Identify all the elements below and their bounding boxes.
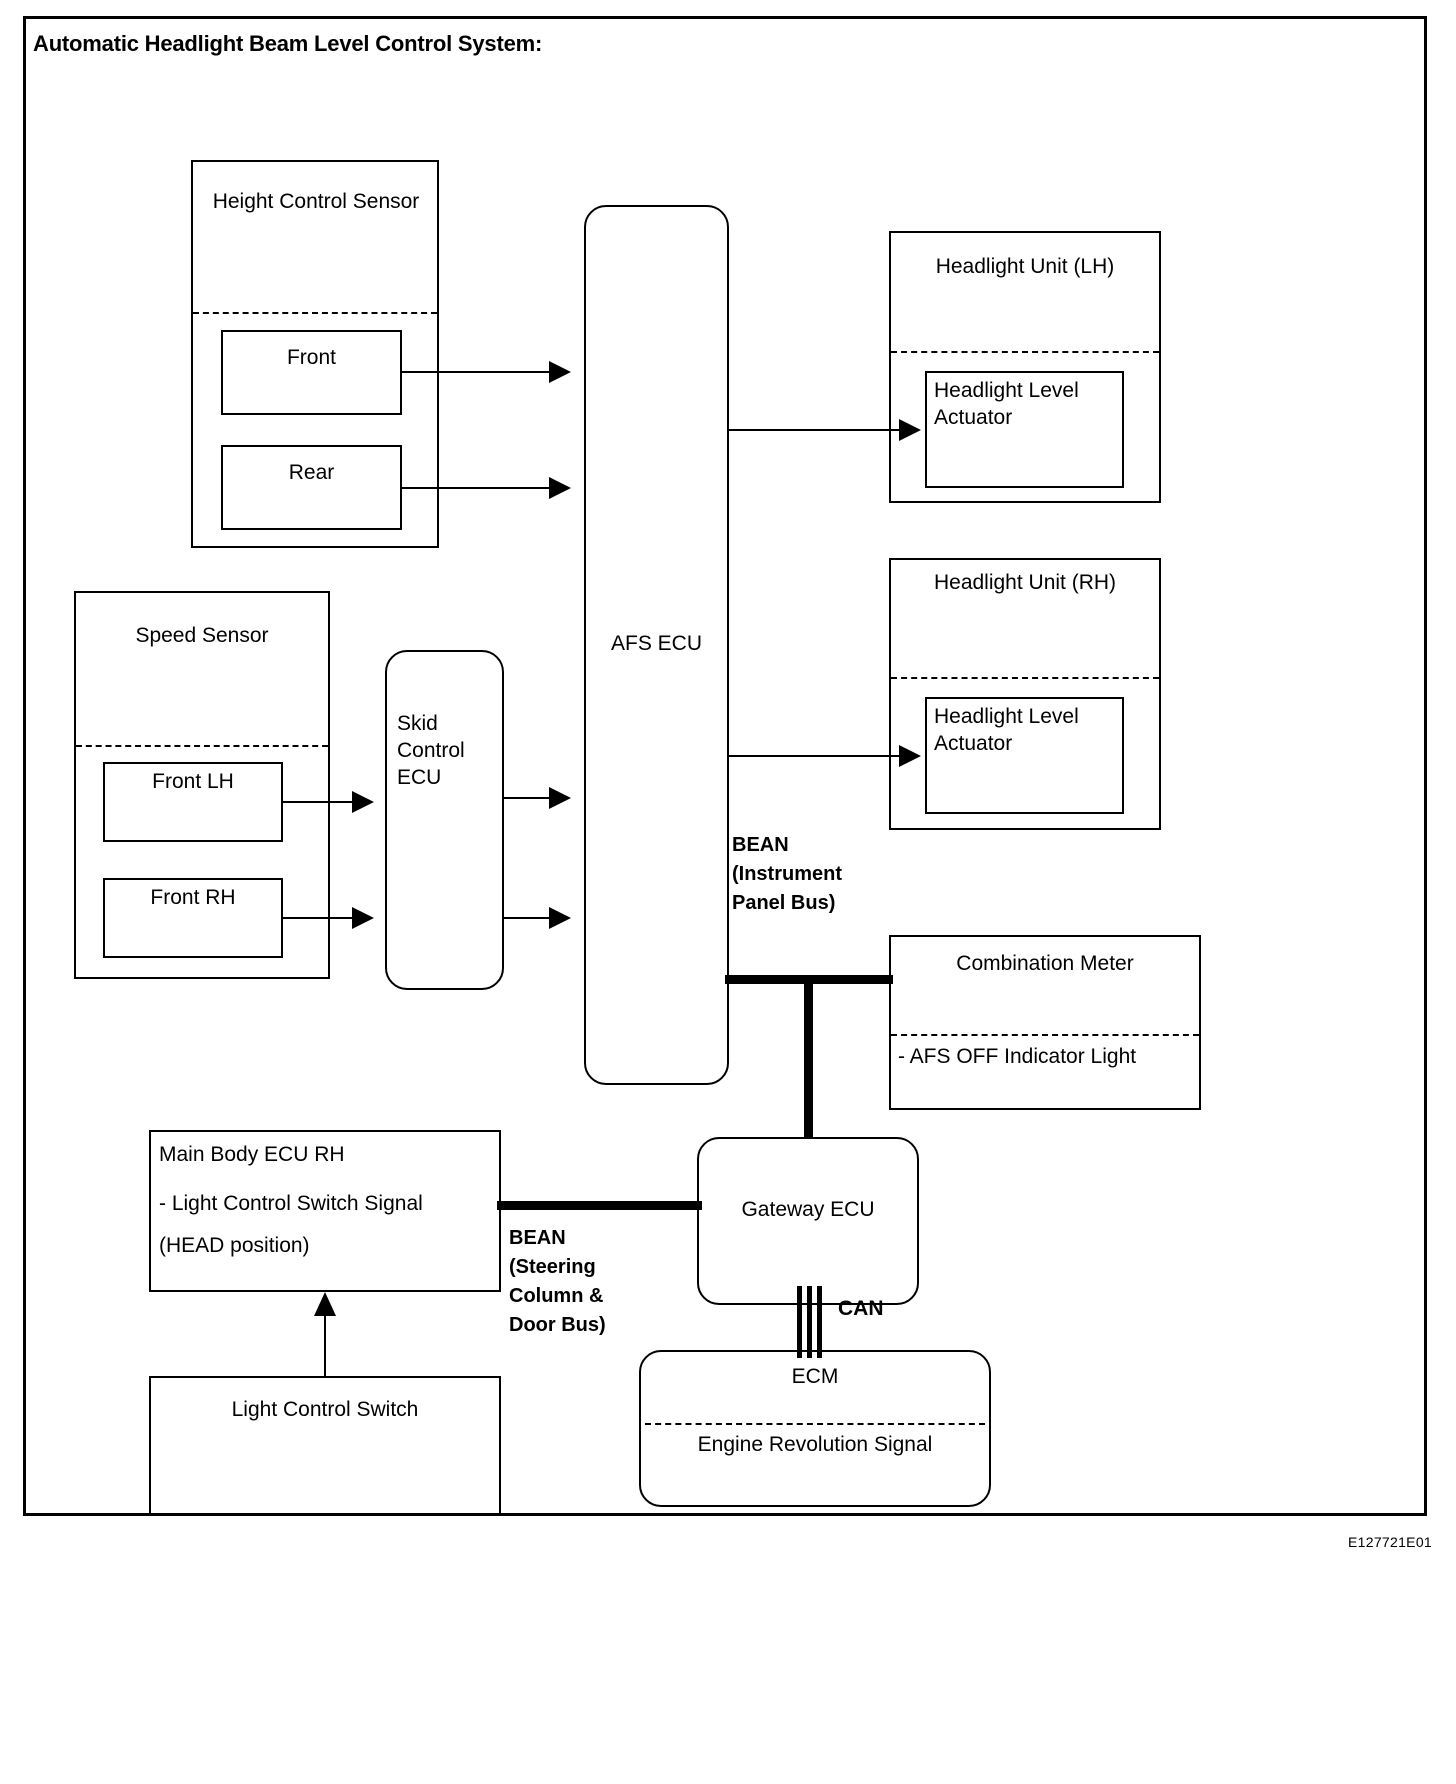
arrowhead-switch-to-main-body (314, 1292, 336, 1316)
block-afs-ecu (584, 205, 729, 1085)
height-sensor-front-label: Front (286, 346, 336, 369)
block-speed-sensor-front-rh (103, 878, 283, 958)
arrowhead-afs-to-headlight-lh (899, 419, 921, 441)
block-speed-sensor-front-lh (103, 762, 283, 842)
speed-sensor-front-rh-label: Front RH (150, 886, 236, 909)
block-speed-sensor (74, 591, 330, 979)
block-light-control-switch (149, 1376, 501, 1516)
main-body-ecu-rh-line3: (HEAD position) (159, 1234, 310, 1257)
block-combination-meter (889, 935, 1201, 1110)
block-headlight-unit-lh (889, 231, 1161, 503)
connector-front-rh-to-skid (283, 917, 352, 919)
bus-label-bean-steering-line2: (Steering (509, 1256, 596, 1278)
light-control-switch-label: Light Control Switch (231, 1398, 419, 1421)
bus-line-instrument-panel-vertical (804, 975, 813, 1138)
bus-label-bean-steering-line1: BEAN (509, 1227, 566, 1249)
block-main-body-ecu-rh (149, 1130, 501, 1292)
diagram-frame (23, 16, 1427, 1516)
afs-off-indicator-light-label: - AFS OFF Indicator Light (898, 1045, 1137, 1068)
block-height-control-sensor (191, 160, 439, 548)
bus-label-can: CAN (838, 1297, 884, 1320)
bus-line-main-body-to-gateway (497, 1201, 702, 1210)
engine-revolution-signal-label: Engine Revolution Signal (697, 1433, 933, 1456)
connector-rear-to-afs (402, 487, 550, 489)
speed-sensor-label: Speed Sensor (135, 624, 269, 647)
height-sensor-rear-label: Rear (288, 461, 335, 484)
connector-switch-to-main-body (324, 1316, 326, 1376)
arrowhead-front-lh-to-skid (352, 791, 374, 813)
arrowhead-rear-to-afs (549, 477, 571, 499)
connector-front-to-afs (402, 371, 550, 373)
ecm-divider (645, 1423, 985, 1425)
block-ecm (639, 1350, 991, 1507)
height-control-sensor-label: Height Control Sensor (212, 190, 420, 213)
block-height-sensor-rear (221, 445, 402, 530)
afs-ecu-label: AFS ECU (610, 632, 702, 655)
headlight-unit-rh-divider (891, 677, 1159, 679)
connector-skid-to-afs-lower (504, 917, 550, 919)
connector-front-lh-to-skid (283, 801, 352, 803)
arrowhead-front-to-afs (549, 361, 571, 383)
bus-label-bean-instrument-panel-line2: (Instrument (732, 863, 842, 885)
gateway-ecu-label: Gateway ECU (741, 1198, 875, 1221)
speed-sensor-divider (76, 745, 328, 747)
block-skid-control-ecu (385, 650, 504, 990)
page-title: Automatic Headlight Beam Level Control S… (33, 31, 543, 56)
arrowhead-skid-to-afs-lower (549, 907, 571, 929)
can-bus-stripes (797, 1286, 822, 1358)
block-headlight-unit-rh (889, 558, 1161, 830)
ecm-label: ECM (791, 1365, 839, 1388)
document-id: E127721E01 (1348, 1534, 1432, 1550)
headlight-level-actuator-lh-label: Headlight Level Actuator (934, 379, 1079, 429)
block-headlight-level-actuator-lh (925, 371, 1124, 488)
arrowhead-skid-to-afs-upper (549, 787, 571, 809)
main-body-ecu-rh-line2: - Light Control Switch Signal (159, 1192, 423, 1215)
bus-label-bean-steering-line4: Door Bus) (509, 1314, 606, 1336)
connector-afs-to-headlight-rh (729, 755, 900, 757)
headlight-unit-lh-label: Headlight Unit (LH) (935, 255, 1115, 278)
arrowhead-front-rh-to-skid (352, 907, 374, 929)
combination-meter-divider (891, 1034, 1199, 1036)
arrowhead-afs-to-headlight-rh (899, 745, 921, 767)
headlight-unit-rh-label: Headlight Unit (RH) (933, 571, 1117, 594)
combination-meter-label: Combination Meter (956, 952, 1134, 975)
bus-label-bean-steering-line3: Column & (509, 1285, 604, 1307)
main-body-ecu-rh-label: Main Body ECU RH (159, 1143, 345, 1166)
skid-control-ecu-label: Skid Control ECU (397, 712, 465, 789)
speed-sensor-front-lh-label: Front LH (152, 770, 234, 793)
height-control-sensor-divider (193, 312, 437, 314)
connector-afs-to-headlight-lh (729, 429, 900, 431)
block-height-sensor-front (221, 330, 402, 415)
block-headlight-level-actuator-rh (925, 697, 1124, 814)
headlight-level-actuator-rh-label: Headlight Level Actuator (934, 705, 1079, 755)
bus-label-bean-instrument-panel-line1: BEAN (732, 834, 789, 856)
headlight-unit-lh-divider (891, 351, 1159, 353)
bus-label-bean-instrument-panel-line3: Panel Bus) (732, 892, 836, 914)
connector-skid-to-afs-upper (504, 797, 550, 799)
